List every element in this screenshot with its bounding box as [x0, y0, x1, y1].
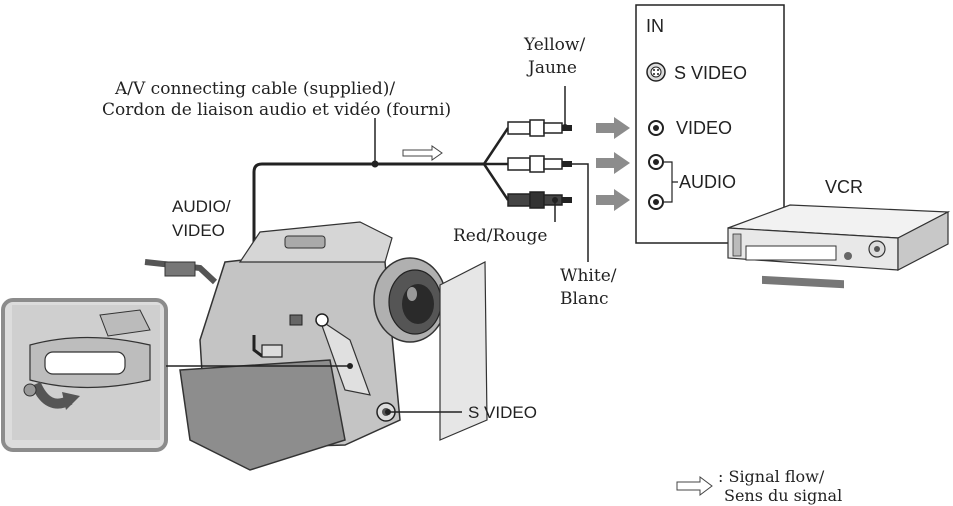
legend-line2: Sens du signal [724, 486, 842, 505]
vcr-device [727, 204, 951, 289]
av-cable [252, 127, 510, 335]
vcr-label: VCR [825, 177, 863, 197]
av-jack-label-line1: AUDIO/ [172, 197, 231, 216]
white-label-line2: Blanc [560, 289, 609, 309]
red-label: Red/Rouge [453, 226, 547, 246]
audio-r-input-jack [648, 194, 664, 210]
cable-label-dot [371, 160, 379, 168]
signal-flow-arrow-on-cable [402, 145, 443, 161]
legend-line1: : Signal flow/ [718, 467, 825, 486]
video-input-jack [648, 120, 664, 136]
white-pointer [568, 163, 589, 262]
audio-bracket [664, 161, 678, 203]
svideo-input-jack [646, 62, 666, 82]
vcr-in-label: IN [646, 16, 664, 36]
connection-arrows [596, 117, 630, 211]
vcr-svideo-label: S VIDEO [674, 63, 747, 83]
yellow-label-line2: Jaune [526, 58, 577, 78]
camcorder [144, 221, 488, 471]
arrow-audio-l [596, 152, 630, 174]
legend-signal-arrow-icon [676, 476, 713, 496]
yellow-pointer-dot [562, 124, 568, 130]
yellow-label-line1: Yellow/ [523, 35, 585, 55]
cable-label-line2: Cordon de liaison audio et vidéo (fourni… [102, 100, 451, 120]
arrow-video [596, 117, 630, 139]
red-plug [507, 191, 572, 209]
white-label-line1: White/ [560, 266, 617, 286]
av-jack-label-line2: VIDEO [172, 221, 225, 240]
cable-label-line1: A/V connecting cable (supplied)/ [114, 79, 395, 99]
red-pointer-dot [552, 197, 558, 203]
vcr-video-label: VIDEO [676, 118, 732, 138]
camcorder-svideo-label: S VIDEO [468, 403, 537, 422]
audio-l-input-jack [648, 154, 664, 170]
white-plug [507, 155, 572, 173]
vcr-audio-label: AUDIO [679, 172, 736, 192]
arrow-audio-r [596, 189, 630, 211]
jack-cover-inset [1, 298, 168, 452]
white-pointer-dot [565, 161, 571, 167]
